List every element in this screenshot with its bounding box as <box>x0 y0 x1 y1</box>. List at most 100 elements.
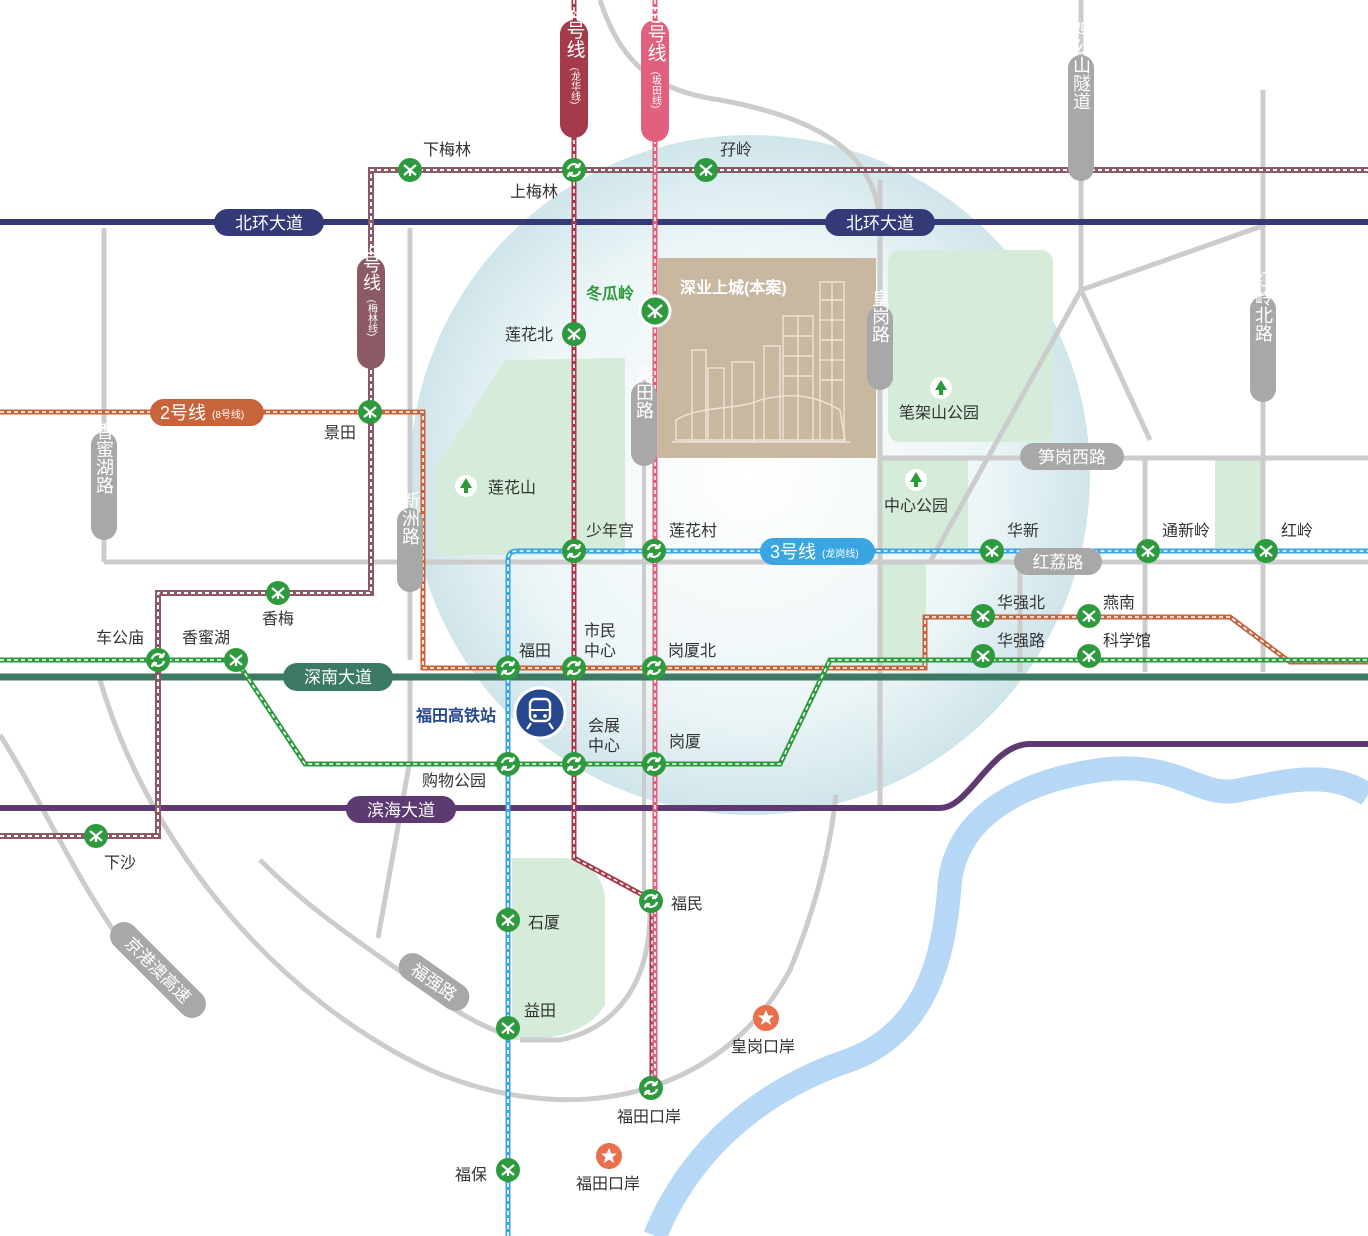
station-shaoniangong-icon <box>560 537 588 565</box>
road-label-huanggang: 皇岗路 <box>867 289 893 390</box>
svg-text:鸡公山隧道: 鸡公山隧道 <box>1071 20 1091 110</box>
station-label-shimin-1: 市民 <box>584 622 616 640</box>
svg-text:北环大道: 北环大道 <box>235 214 303 233</box>
station-futian-icon <box>494 654 522 682</box>
road-label-sungangxi: 笋岗西路 <box>1020 443 1124 470</box>
svg-text:香蜜湖路: 香蜜湖路 <box>94 422 114 494</box>
line-label-2: 2号线 (8号线) <box>150 399 264 426</box>
station-xiasha-icon <box>82 822 110 850</box>
station-huaqiangbei-icon <box>969 602 997 630</box>
road-label-xinzhou: 新洲路 <box>397 491 423 592</box>
station-label-jingtian: 景田 <box>324 425 356 442</box>
road-label-binhai: 滨海大道 <box>346 796 456 823</box>
park-east <box>1215 458 1263 548</box>
building-sketch-icon <box>672 281 850 443</box>
hsr-label: 福田高铁站 <box>415 706 496 725</box>
station-lianhuabei-icon <box>560 320 588 348</box>
park-label-zhongxin: 中心公园 <box>884 497 948 515</box>
svg-text:深南大道: 深南大道 <box>304 668 372 687</box>
port-label-huanggang: 皇岗口岸 <box>731 1038 795 1056</box>
station-label-fumin: 福民 <box>671 895 703 913</box>
road-label-beihuan-east: 北环大道 <box>825 209 935 236</box>
star-icon <box>753 1005 779 1031</box>
station-label-huizhan-2: 中心 <box>588 737 620 755</box>
svg-text:(坂田线): (坂田线) <box>650 72 662 109</box>
station-label-shimin-2: 中心 <box>584 642 616 660</box>
station-gouwugongyuan-icon <box>494 750 522 778</box>
road-label-fuqiang: 福强路 <box>398 953 470 1011</box>
station-label-chegongmiao: 车公庙 <box>96 629 144 647</box>
station-label-xiameilin: 下梅林 <box>423 141 471 159</box>
park-lianhuashan <box>435 358 625 555</box>
station-label-gangxia: 岗厦 <box>669 733 701 751</box>
road-label-jinggangao: 京港澳高速 <box>110 922 206 1018</box>
svg-text:彩田路: 彩田路 <box>634 365 654 419</box>
svg-text:10号线: 10号线 <box>645 2 667 61</box>
metro-line-1 <box>0 657 1368 767</box>
road-label-beihuan-west: 北环大道 <box>214 209 324 236</box>
road-label-honglingbei: 红岭北路 <box>1250 270 1276 402</box>
station-ziling-icon <box>692 156 720 184</box>
park-zhongxin <box>882 458 968 548</box>
station-label-huaqianglu: 华强路 <box>997 632 1045 650</box>
road-label-caitian: 彩田路 <box>631 365 657 466</box>
station-label-shaoniangong: 少年宫 <box>586 522 634 540</box>
station-label-dongguangling: 冬瓜岭 <box>586 284 634 303</box>
svg-text:(8号线): (8号线) <box>212 408 244 421</box>
road-binhai <box>0 741 1368 811</box>
station-xiameilin-icon <box>396 156 424 184</box>
station-label-yitian: 益田 <box>524 1002 556 1020</box>
park-bijiashan <box>888 250 1053 442</box>
station-label-xiangmihu: 香蜜湖 <box>182 628 230 647</box>
station-label-shangmeilin: 上梅林 <box>510 183 558 201</box>
station-label-huaqiangbei: 华强北 <box>997 594 1045 612</box>
station-futiankouan-icon <box>637 1074 665 1102</box>
tree-icon <box>455 475 477 497</box>
road-label-jigongshan: 鸡公山隧道 <box>1068 20 1094 181</box>
station-label-futiankouan: 福田口岸 <box>617 1108 681 1126</box>
station-hongling-icon <box>1252 537 1280 565</box>
svg-text:(梅林线): (梅林线) <box>366 300 378 337</box>
station-gangxiabei-icon <box>640 654 668 682</box>
station-kexueguan-icon <box>1075 642 1103 670</box>
station-huizhan-icon <box>560 750 588 778</box>
park-zhongxin-south <box>882 560 926 668</box>
metro-line-4 <box>571 0 655 1090</box>
tree-icon <box>905 469 927 491</box>
svg-text:红岭北路: 红岭北路 <box>1253 270 1273 342</box>
station-label-shixia: 石厦 <box>528 915 560 932</box>
station-label-lianhuabei: 莲花北 <box>505 326 553 344</box>
station-shixia-icon <box>494 906 522 934</box>
svg-text:北环大道: 北环大道 <box>846 214 914 233</box>
station-huaqianglu-icon <box>969 642 997 670</box>
station-label-kexueguan: 科学馆 <box>1103 632 1151 650</box>
station-label-huaxin: 华新 <box>1007 522 1039 540</box>
svg-text:4号线: 4号线 <box>564 10 586 59</box>
station-shangmeilin-icon <box>560 156 588 184</box>
svg-text:(龙华线): (龙华线) <box>569 68 581 105</box>
line-label-9: 9号线 (梅林线) <box>357 245 385 369</box>
station-label-futian: 福田 <box>519 642 551 660</box>
svg-text:(龙岗线): (龙岗线) <box>822 547 859 560</box>
svg-text:滨海大道: 滨海大道 <box>367 801 435 820</box>
train-icon <box>513 686 567 740</box>
metro-line-2 <box>0 409 1368 671</box>
road-label-shennan: 深南大道 <box>283 663 393 691</box>
line-label-10: 10号线 (坂田线) <box>641 2 669 142</box>
svg-text:2号线: 2号线 <box>160 403 206 423</box>
station-chegongmiao-icon <box>144 646 172 674</box>
station-label-xiangmei: 香梅 <box>262 610 294 628</box>
river <box>643 756 1368 1236</box>
svg-text:京港澳高速: 京港澳高速 <box>121 934 195 1008</box>
station-label-huizhan-1: 会展 <box>588 717 620 735</box>
station-xiangmihu-icon <box>222 646 250 674</box>
station-yannan-icon <box>1075 602 1103 630</box>
station-label-lianhuacun: 莲花村 <box>669 522 717 540</box>
tree-icon <box>930 377 952 399</box>
station-gangxia-icon <box>640 750 668 778</box>
svg-text:红荔路: 红荔路 <box>1033 553 1084 572</box>
svg-text:新洲路: 新洲路 <box>400 491 420 545</box>
station-label-tongxinling: 通新岭 <box>1162 522 1210 540</box>
station-huaxin-icon <box>978 537 1006 565</box>
